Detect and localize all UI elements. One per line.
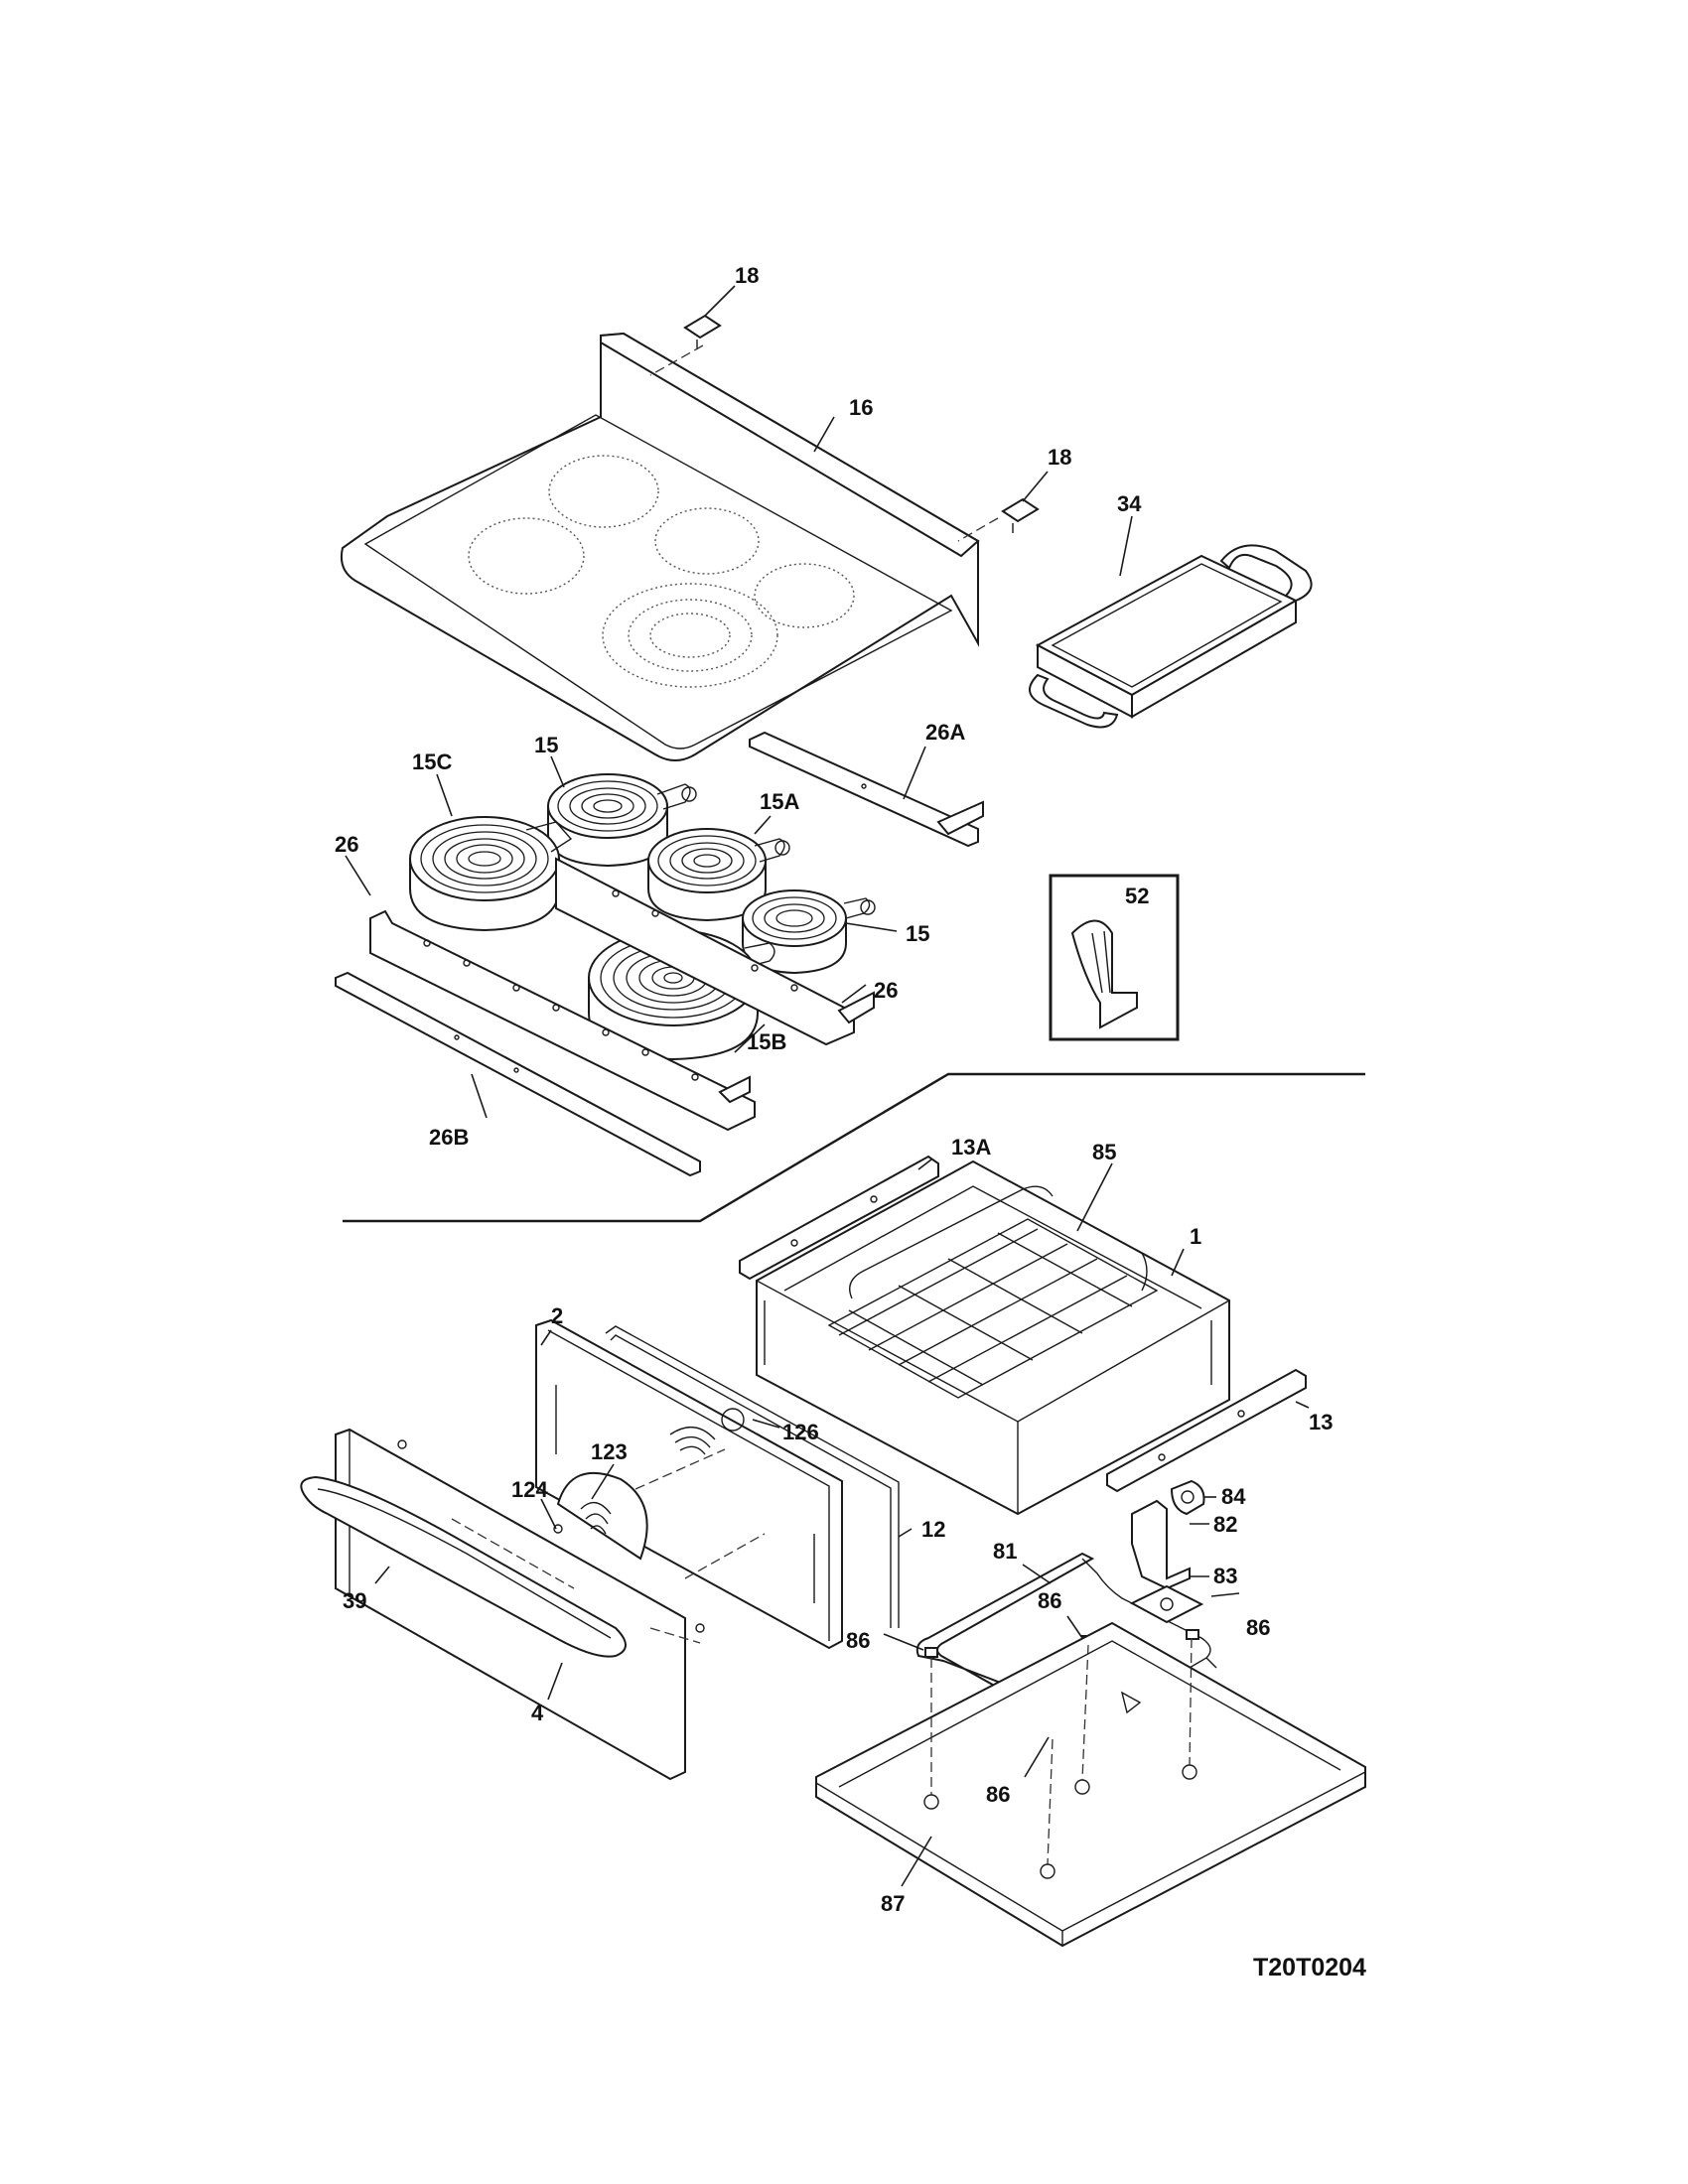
burner-support-bar-right [555,857,875,1046]
callout-13: 13 [1309,1410,1333,1434]
surface-element-small-rear [547,773,697,868]
callout-52: 52 [1125,884,1149,908]
drawer-liner-panel [535,1318,843,1650]
callout-84: 84 [1221,1484,1246,1509]
callout-86-upper: 86 [1038,1588,1061,1613]
leader-lines [345,285,1310,1887]
diagram-code: T20T0204 [1253,1954,1366,1981]
surface-element-medium [647,828,790,922]
burner-support-bar-left [369,909,756,1132]
callout-26a: 26A [925,720,965,745]
callout-124: 124 [511,1477,548,1502]
element-shield [1129,1584,1204,1624]
callout-85: 85 [1092,1140,1116,1164]
front-trim-strip [335,971,701,1177]
callout-18-side: 18 [1048,445,1071,470]
drawer-slide-right [1106,1368,1307,1493]
element-clip-left [924,1647,938,1658]
callout-15-rear: 15 [534,733,558,757]
callout-26-right: 26 [874,978,898,1003]
cooktop-glass-top [340,332,980,761]
callout-12: 12 [921,1517,945,1542]
drawer-gasket [605,1325,900,1628]
cooktop-hold-down-bracket-rear [649,314,722,376]
griddle [1029,544,1313,729]
callout-15-right: 15 [906,921,929,946]
terminal-block [1170,1479,1205,1516]
burner-support-bracket-rear [749,731,984,848]
callout-13a: 13A [951,1135,991,1160]
callout-15a: 15A [760,789,799,814]
surface-element-dual-left [409,816,573,932]
callout-16: 16 [849,395,873,420]
inset-box [1049,874,1180,1041]
callout-15b: 15B [747,1029,786,1054]
liner-vent-icon [669,1427,716,1455]
callout-83: 83 [1213,1564,1237,1588]
section-divider-line [343,1072,1365,1223]
element-clip-right [1186,1629,1199,1640]
callout-34: 34 [1117,491,1142,516]
callout-81: 81 [993,1539,1017,1564]
callout-86-right: 86 [1246,1615,1270,1640]
callout-86-left: 86 [846,1628,870,1653]
callout-123: 123 [591,1439,628,1464]
callout-1: 1 [1190,1224,1201,1249]
callout-2: 2 [551,1303,563,1328]
callout-18-top: 18 [735,263,759,288]
knob-icon [1070,919,1138,1029]
drawer-slide-left [739,1155,939,1281]
callout-39: 39 [343,1588,366,1613]
surface-element-small-right [742,889,876,975]
drawer-handle [300,1475,627,1658]
drawer-rack [827,1185,1159,1399]
callout-26-left: 26 [335,832,358,857]
drawer-vent-shield [553,1471,648,1561]
cooktop-hold-down-bracket-side [957,497,1040,542]
callout-26b: 26B [429,1125,469,1150]
callout-86-lower: 86 [986,1782,1010,1807]
callout-126: 126 [782,1420,819,1444]
callout-15c: 15C [412,750,452,774]
callout-82: 82 [1213,1512,1237,1537]
callout-4: 4 [531,1701,544,1725]
callout-87: 87 [881,1891,905,1916]
element-bracket [1131,1499,1191,1590]
